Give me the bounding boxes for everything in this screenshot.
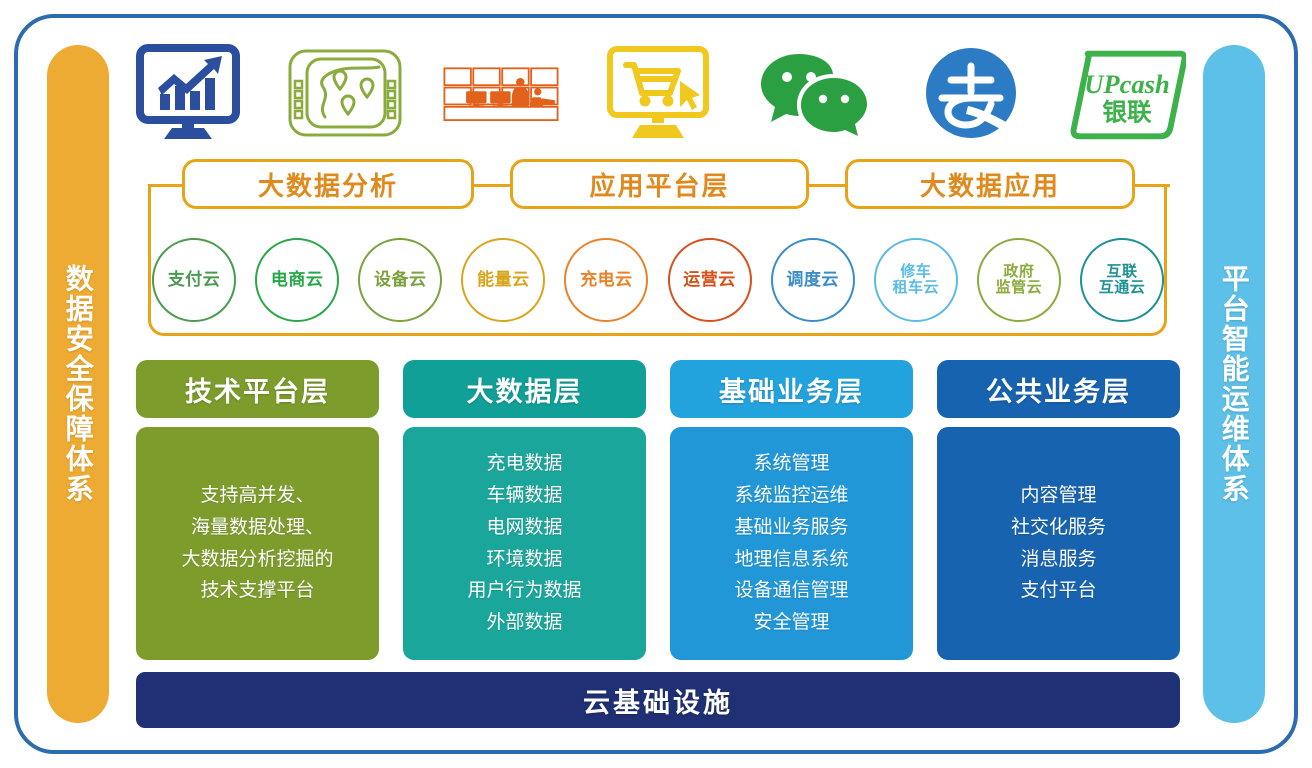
- layer-body-basic-business: 系统管理 系统监控运维 基础业务服务 地理信息系统 设备通信管理 安全管理: [670, 427, 913, 660]
- layer-item: 技术支撑平台: [200, 580, 315, 602]
- left-side-bar-data-security: 数据安全保障体系: [47, 45, 109, 723]
- layer-item: 外部数据: [486, 612, 563, 634]
- layer-item: 设备通信管理: [734, 580, 849, 602]
- cloud-dispatch[interactable]: 调度云: [770, 238, 855, 322]
- layer-head-basic-business-label: 基础业务层: [719, 376, 864, 407]
- unionpay-upcash-icon: UPcash 银联: [1068, 43, 1186, 143]
- tab-big-data-analysis-label: 大数据分析: [257, 170, 398, 201]
- layer-item: 安全管理: [753, 612, 830, 634]
- layer-item: 支付平台: [1020, 580, 1097, 602]
- cloud-payment[interactable]: 支付云: [152, 238, 236, 322]
- cloud-charging-label: 充电云: [580, 269, 633, 289]
- tab-big-data-analysis[interactable]: 大数据分析: [182, 159, 474, 209]
- layer-item: 基础业务服务: [734, 516, 849, 538]
- layer-head-tech-platform: 技术平台层: [136, 360, 379, 418]
- cloud-gov-regulation-label: 政府 监管云: [995, 262, 1043, 296]
- layer-head-public-business: 公共业务层: [937, 360, 1180, 418]
- layer-item: 大数据分析挖掘的: [181, 548, 334, 570]
- layer-head-big-data: 大数据层: [403, 360, 646, 418]
- alipay-icon: [912, 43, 1030, 143]
- layer-column-tech-platform: 技术平台层 支持高并发、 海量数据处理、 大数据分析挖掘的 技术支撑平台: [136, 360, 379, 660]
- layer-item: 电网数据: [486, 516, 563, 538]
- top-icon-strip: UPcash 银联: [125, 40, 1190, 145]
- layer-item: 车辆数据: [486, 484, 563, 506]
- cloud-ecommerce-label: 电商云: [270, 269, 324, 289]
- tab-application-platform-layer-label: 应用平台层: [589, 170, 730, 201]
- container-top-segment-right: [1133, 184, 1170, 187]
- layer-item: 支持高并发、: [200, 484, 315, 506]
- layer-item: 用户行为数据: [467, 580, 582, 602]
- layer-item: 消息服务: [1020, 548, 1097, 570]
- layer-body-tech-platform: 支持高并发、 海量数据处理、 大数据分析挖掘的 技术支撑平台: [136, 427, 379, 660]
- application-platform-container: [148, 184, 1167, 336]
- layer-item: 社交化服务: [1010, 516, 1106, 538]
- tab-big-data-application-label: 大数据应用: [919, 170, 1060, 201]
- right-side-bar-label: 平台智能运维体系: [1218, 264, 1250, 504]
- monitoring-control-room-icon: [442, 43, 560, 143]
- svg-text:银联: 银联: [1102, 98, 1152, 126]
- layer-column-basic-business: 基础业务层 系统管理 系统监控运维 基础业务服务 地理信息系统 设备通信管理 安…: [670, 360, 913, 660]
- layer-column-public-business: 公共业务层 内容管理 社交化服务 消息服务 支付平台: [937, 360, 1180, 660]
- layer-column-big-data: 大数据层 充电数据 车辆数据 电网数据 环境数据 用户行为数据 外部数据: [403, 360, 646, 660]
- left-side-bar-label: 数据安全保障体系: [62, 264, 94, 504]
- layer-head-basic-business: 基础业务层: [670, 360, 913, 418]
- cloud-repair-rental[interactable]: 修车 租车云: [873, 238, 958, 322]
- unionpay-upcash-text: UPcash: [1084, 69, 1170, 99]
- layer-head-tech-platform-label: 技术平台层: [185, 376, 330, 407]
- container-top-segment-mid-1: [473, 184, 511, 187]
- layer-item: 地理信息系统: [734, 548, 849, 570]
- cloud-payment-label: 支付云: [167, 269, 221, 289]
- cloud-dispatch-label: 调度云: [786, 269, 839, 289]
- cloud-device-label: 设备云: [373, 269, 427, 289]
- cloud-infrastructure-label: 云基础设施: [583, 687, 733, 718]
- layer-item: 系统管理: [753, 452, 830, 474]
- cloud-operations[interactable]: 运营云: [667, 238, 752, 322]
- wechat-icon: [755, 43, 873, 143]
- cloud-infrastructure-bar: 云基础设施: [136, 672, 1180, 728]
- gps-navigation-map-icon: [286, 43, 404, 143]
- cloud-ecommerce[interactable]: 电商云: [255, 238, 340, 322]
- cloud-charging[interactable]: 充电云: [564, 238, 649, 322]
- cloud-operations-label: 运营云: [683, 269, 736, 289]
- layer-item: 系统监控运维: [734, 484, 849, 506]
- outer-frame-border: [14, 14, 1298, 754]
- layer-item: 内容管理: [1020, 484, 1097, 506]
- layer-body-public-business: 内容管理 社交化服务 消息服务 支付平台: [937, 427, 1180, 660]
- cloud-gov-regulation[interactable]: 政府 监管云: [976, 238, 1061, 322]
- tab-big-data-application[interactable]: 大数据应用: [845, 159, 1135, 209]
- cloud-energy[interactable]: 能量云: [461, 238, 546, 322]
- cloud-repair-rental-label: 修车 租车云: [892, 262, 940, 296]
- layer-body-big-data: 充电数据 车辆数据 电网数据 环境数据 用户行为数据 外部数据: [403, 427, 646, 660]
- layer-head-public-business-label: 公共业务层: [986, 376, 1131, 407]
- ecommerce-cart-monitor-icon: [599, 43, 717, 143]
- tab-application-platform-layer[interactable]: 应用平台层: [510, 159, 809, 209]
- layer-item: 环境数据: [486, 548, 563, 570]
- right-side-bar-platform-ops: 平台智能运维体系: [1203, 45, 1265, 723]
- cloud-device[interactable]: 设备云: [358, 238, 443, 322]
- cloud-interconnect-label: 互联 互通云: [1098, 262, 1146, 296]
- cloud-services-row: 支付云 电商云 设备云 能量云 充电云 运营云 调度云 修车 租车云 政府 监管…: [152, 237, 1164, 323]
- layer-head-big-data-label: 大数据层: [466, 376, 583, 407]
- analytics-monitor-icon: [129, 43, 247, 143]
- layer-item: 充电数据: [486, 452, 563, 474]
- layer-item: 海量数据处理、: [190, 516, 324, 538]
- cloud-energy-label: 能量云: [477, 269, 530, 289]
- container-top-segment-mid-2: [808, 184, 846, 187]
- layer-columns: 技术平台层 支持高并发、 海量数据处理、 大数据分析挖掘的 技术支撑平台 大数据…: [136, 360, 1180, 660]
- cloud-interconnect[interactable]: 互联 互通云: [1079, 238, 1164, 322]
- container-top-segment-left: [148, 184, 184, 187]
